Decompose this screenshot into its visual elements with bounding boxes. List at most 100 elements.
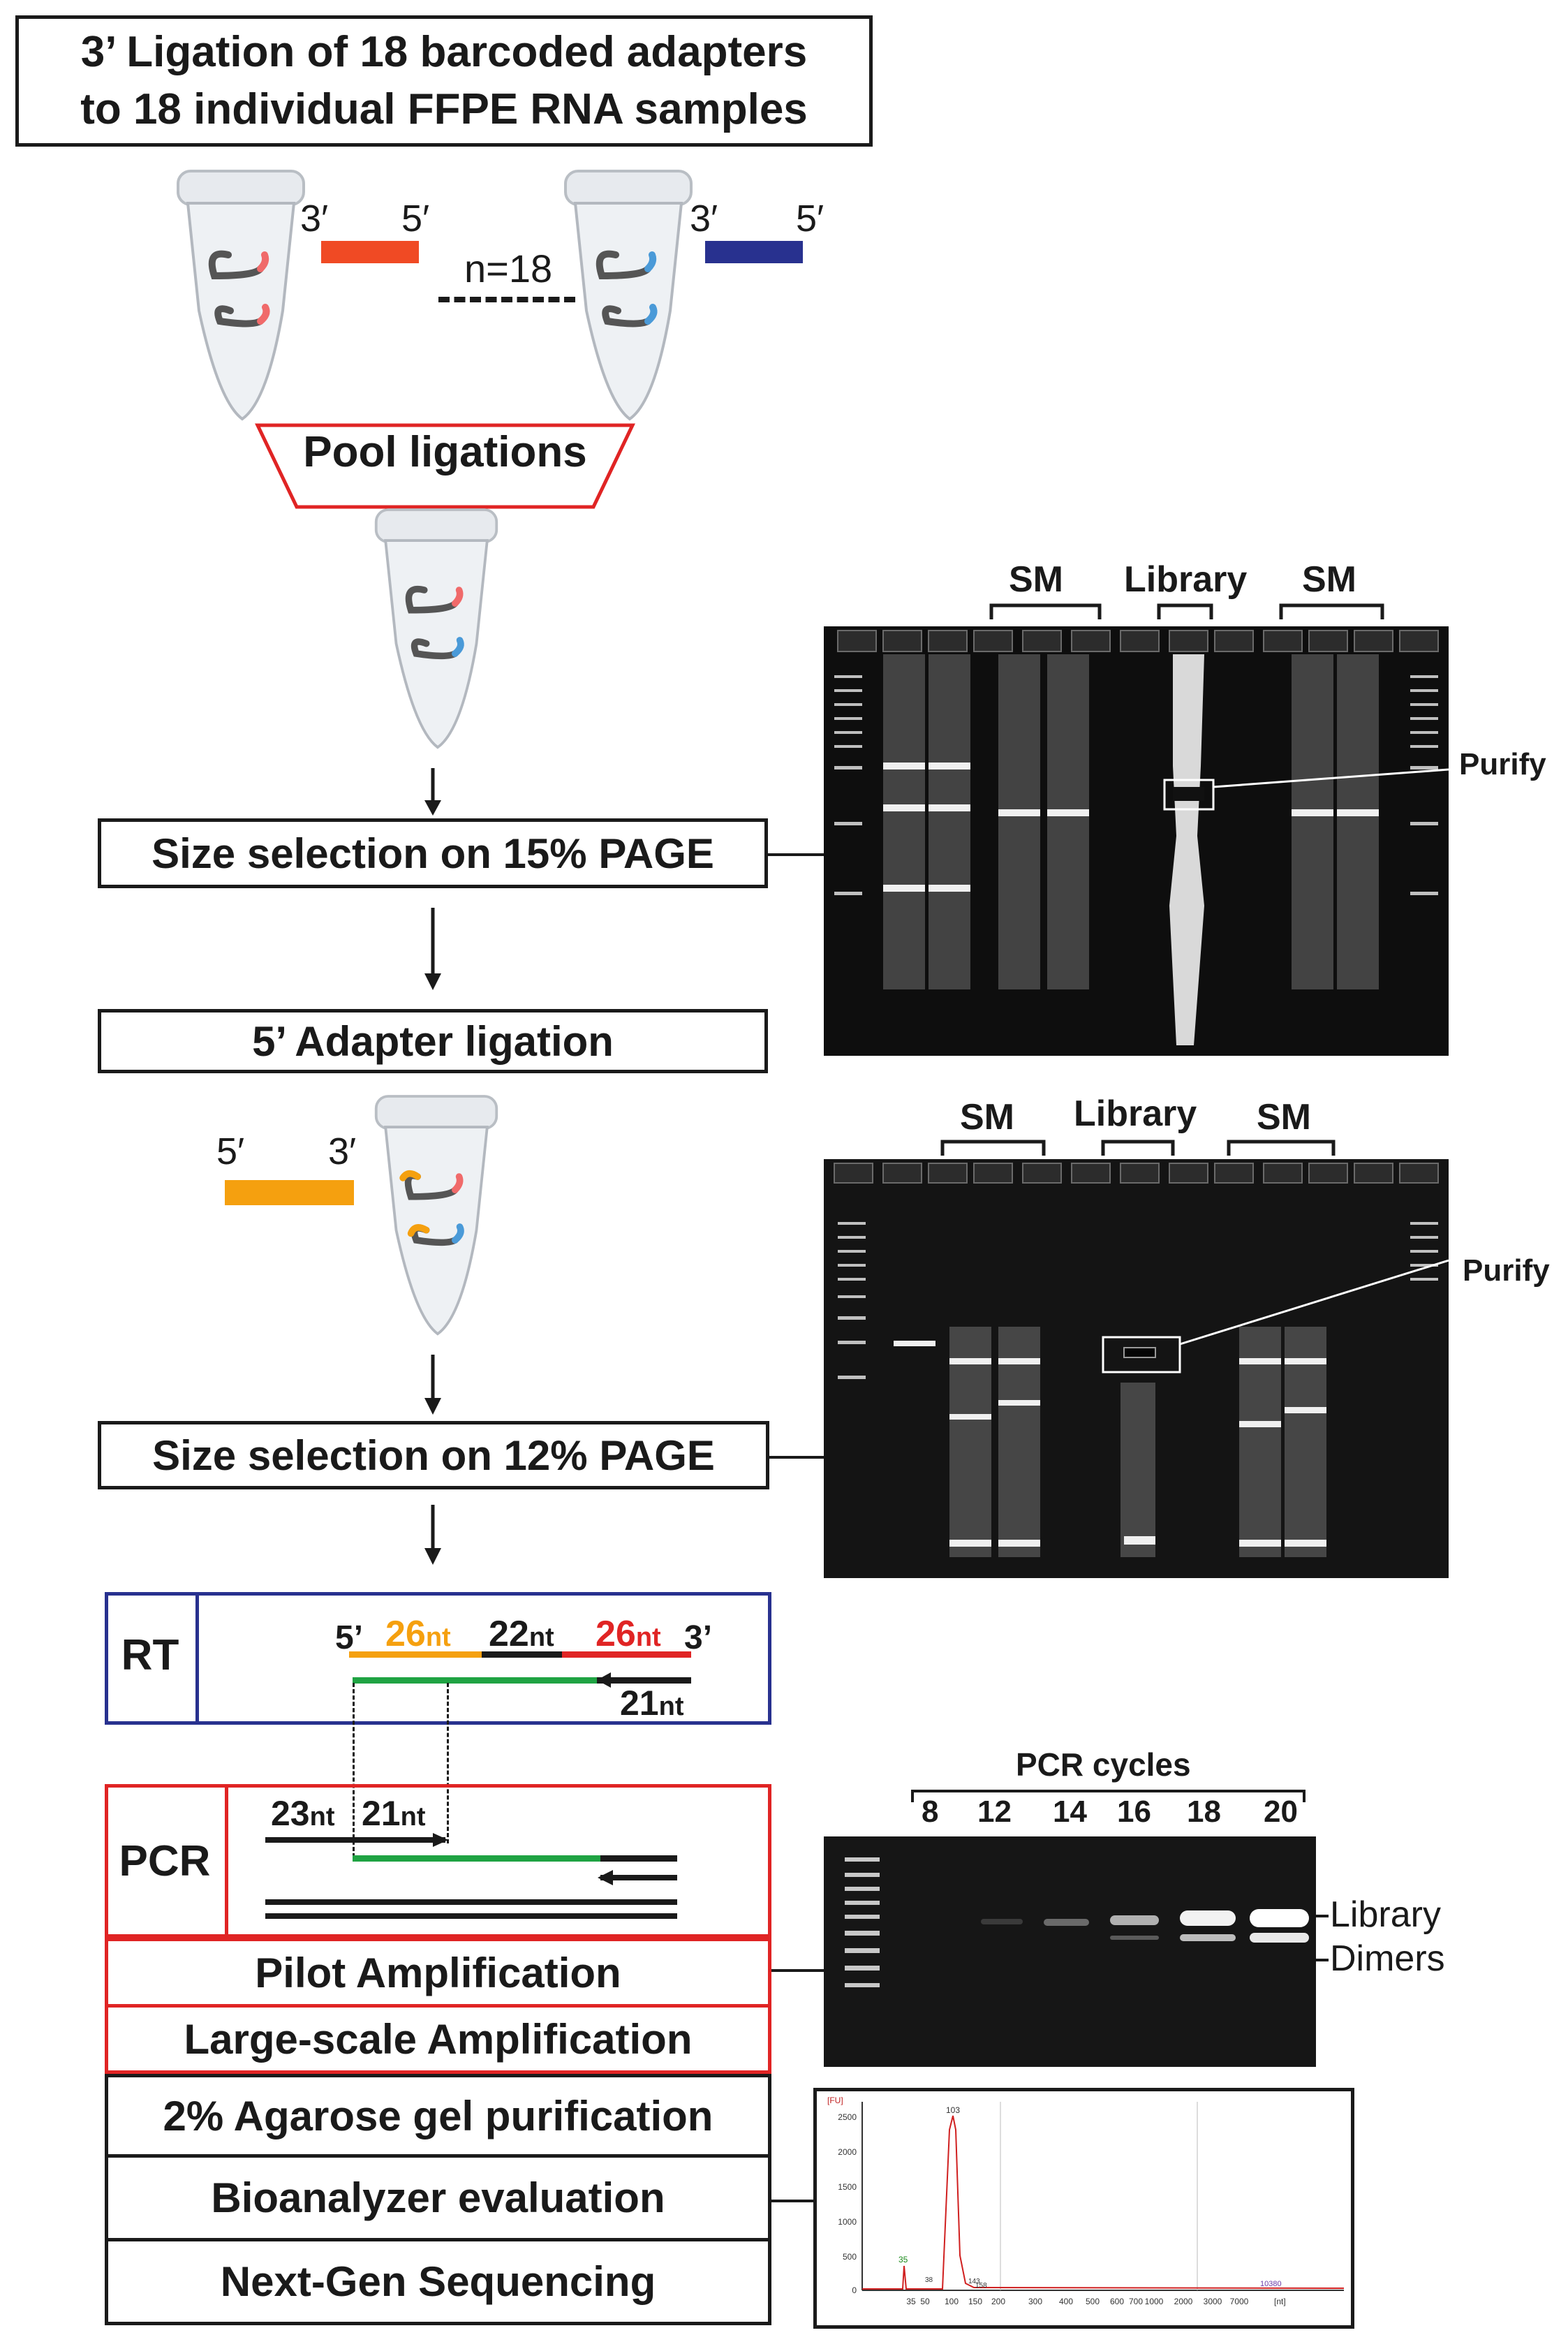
bioanalyzer-xticks: 35 50 100 150 200 300 400 500 600 700 10… <box>906 2297 1248 2306</box>
arrow-1 <box>424 768 441 816</box>
rt-label: RT <box>121 1631 179 1679</box>
minor-label-2: 143 <box>968 2278 980 2285</box>
pcr-label: PCR <box>119 1837 211 1885</box>
tube-pooled <box>374 508 498 749</box>
pcr-primer1-unit: nt <box>309 1802 335 1832</box>
rt-primer <box>597 1677 691 1684</box>
large-scale-amplification-box: Large-scale Amplification <box>105 2004 771 2074</box>
rt-seg1-length: 26nt <box>385 1613 451 1655</box>
rt-primer-length: 21nt <box>620 1683 684 1723</box>
bioanalyzer-yticks: 2500 2000 1500 1000 500 0 <box>838 2112 857 2295</box>
pcr-cycle-20: 20 <box>1264 1795 1298 1829</box>
rt-black-segment <box>482 1651 562 1658</box>
pcr-construct <box>265 1833 677 1919</box>
pcr-product-strand-2 <box>265 1913 677 1919</box>
rt-seg3-unit: nt <box>635 1623 661 1652</box>
pcr-band-20 <box>1250 1909 1309 1927</box>
bioanalyzer-yunit: [FU] <box>827 2096 843 2105</box>
ytick-0: 0 <box>852 2285 857 2295</box>
size-selection-15-box: Size selection on 15% PAGE <box>98 818 768 888</box>
rt-seg3-length: 26nt <box>596 1613 661 1655</box>
xtick-2000: 2000 <box>1174 2297 1193 2306</box>
gel1-image <box>824 626 1449 1056</box>
arrow-4 <box>424 1505 441 1565</box>
ytick-2000: 2000 <box>838 2147 857 2157</box>
pcr-cycle-labels: 8 12 14 16 18 20 <box>908 1795 1319 1836</box>
arrow-3 <box>424 1355 441 1415</box>
xtick-35: 35 <box>906 2297 916 2306</box>
dashed-connector-right <box>447 1683 449 1843</box>
bioanalyzer-evaluation-box: Bioanalyzer evaluation <box>105 2154 771 2241</box>
pool-ligations-label: Pool ligations <box>303 428 587 476</box>
pcr-product-strand-1 <box>265 1899 677 1905</box>
gel2-library-label: Library <box>1074 1093 1197 1134</box>
pcr-forward-primer <box>265 1837 445 1843</box>
xtick-50: 50 <box>920 2297 930 2306</box>
pilot-amplification-box: Pilot Amplification <box>105 1938 771 2008</box>
rt-seg1-num: 26 <box>385 1614 426 1654</box>
red-adapter-3-label: 3′ <box>300 198 329 240</box>
gel2-sm-left-label: SM <box>960 1097 1014 1137</box>
pcr-cycle-18: 18 <box>1187 1795 1221 1829</box>
pcr-cycle-8: 8 <box>922 1795 939 1829</box>
orange-adapter-bar <box>225 1180 354 1205</box>
rt-green-cdna <box>353 1677 597 1684</box>
xtick-400: 400 <box>1059 2297 1073 2306</box>
gel2-brackets <box>940 1140 1336 1156</box>
pcr-reverse-primer <box>600 1875 677 1880</box>
pcr-divider <box>225 1784 228 1938</box>
orange-adapter-3-label: 3′ <box>328 1131 357 1172</box>
blue-adapter-bar <box>705 241 803 263</box>
pcr-gel-dimers-label: Dimers <box>1330 1938 1445 1979</box>
xtick-600: 600 <box>1110 2297 1124 2306</box>
adapter5-ligation-box: 5’ Adapter ligation <box>98 1009 768 1073</box>
peak-main-label: 103 <box>946 2105 960 2115</box>
gel1-connector <box>768 853 824 856</box>
rt-primer-num: 21 <box>620 1684 659 1723</box>
red-adapter-bar <box>321 241 419 263</box>
gel1-sm-left-label: SM <box>1009 559 1063 600</box>
pcr-cycle-12: 12 <box>977 1795 1012 1829</box>
tube-right <box>564 170 693 421</box>
pcr-primer2-unit: nt <box>400 1802 426 1832</box>
peak-marker-label: 35 <box>898 2255 908 2264</box>
pcr-cycles-title: PCR cycles <box>1016 1746 1191 1783</box>
pcr-gel-connector <box>771 1969 824 1972</box>
tube-5ligation <box>374 1095 498 1336</box>
pool-trapezoid <box>255 423 635 509</box>
title-box: 3’ Ligation of 18 barcoded adapters to 1… <box>15 15 873 147</box>
xtick-7000: 7000 <box>1230 2297 1249 2306</box>
pcr-primer2-length: 21nt <box>362 1793 426 1834</box>
xtick-300: 300 <box>1028 2297 1042 2306</box>
xtick-700: 700 <box>1129 2297 1143 2306</box>
gel2-connector <box>769 1456 824 1459</box>
pcr-primer1-num: 23 <box>271 1794 310 1833</box>
pcr-gel-image <box>824 1836 1316 2067</box>
red-adapter-5-label: 5′ <box>401 198 430 240</box>
rt-seg1-unit: nt <box>425 1623 451 1652</box>
rt-seg2-length: 22nt <box>489 1613 554 1655</box>
bioanalyzer-plot: 2500 2000 1500 1000 500 0 [FU] 35 50 100… <box>827 2096 1345 2306</box>
ytick-1500: 1500 <box>838 2182 857 2192</box>
pcr-band-16 <box>1110 1915 1159 1925</box>
gel1-brackets <box>989 603 1384 619</box>
pcr-cycle-16: 16 <box>1117 1795 1151 1829</box>
pcr-green-template <box>353 1855 600 1862</box>
size-selection-12-box: Size selection on 12% PAGE <box>98 1421 769 1489</box>
blue-adapter-5-label: 5′ <box>796 198 824 240</box>
gel1-sm-right-label: SM <box>1302 559 1356 600</box>
rt-red-segment <box>562 1651 691 1658</box>
rt-construct <box>349 1651 691 1688</box>
rt-orange-segment <box>349 1651 482 1658</box>
orange-adapter-5-label: 5′ <box>216 1131 245 1172</box>
title-line-1: 3’ Ligation of 18 barcoded adapters <box>80 28 808 76</box>
bioanalyzer-connector <box>771 2200 813 2202</box>
xtick-500: 500 <box>1086 2297 1100 2306</box>
bioanalyzer-trace <box>862 2115 1345 2290</box>
rt-seg2-unit: nt <box>528 1623 554 1652</box>
dashed-connector-left <box>353 1683 355 1857</box>
bioanalyzer-xunit: [nt] <box>1274 2297 1286 2306</box>
gel1-library-label: Library <box>1124 559 1248 600</box>
tube-left <box>177 170 305 421</box>
ytick-2500: 2500 <box>838 2112 857 2122</box>
